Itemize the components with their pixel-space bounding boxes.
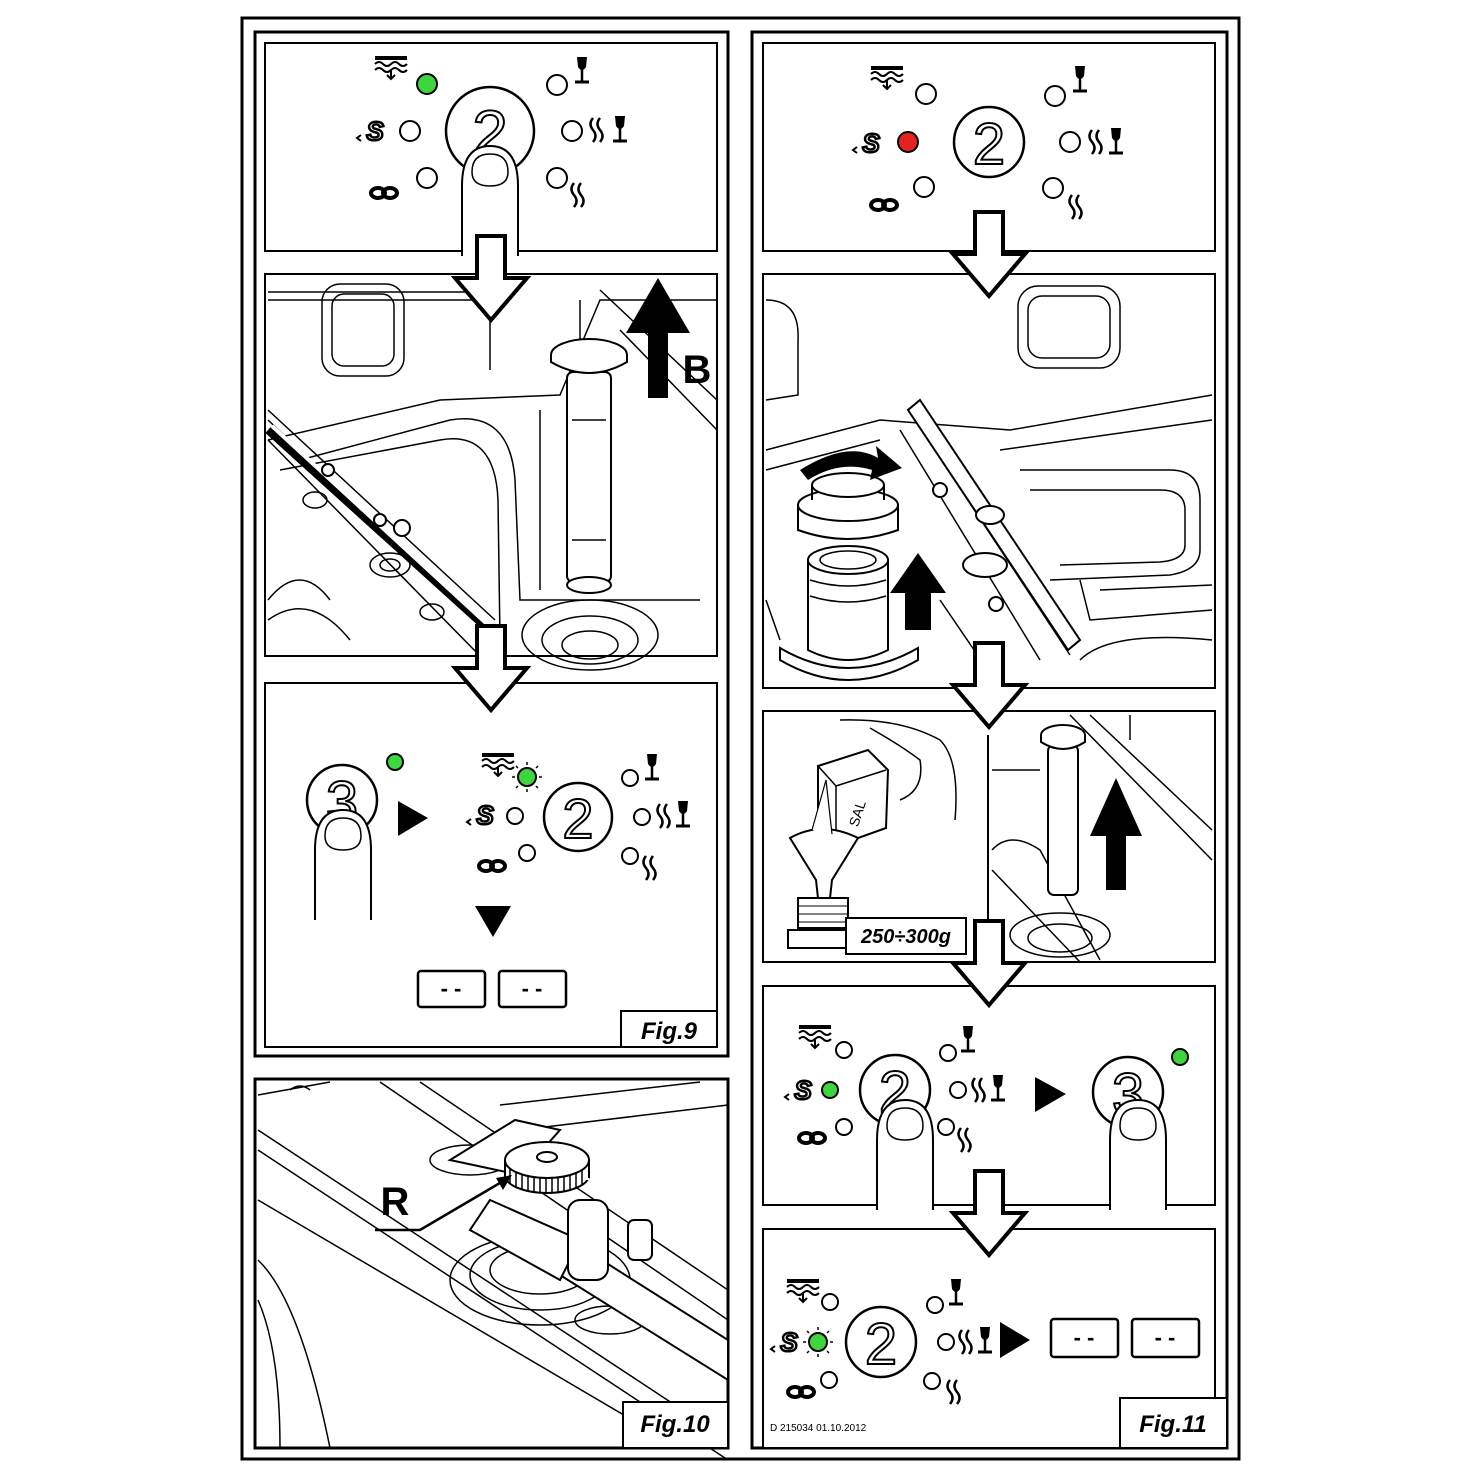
indicator-glass [939, 1044, 957, 1062]
fig10-label-box [622, 1401, 729, 1449]
fig9-panel-overflow-pipe: B [264, 273, 718, 671]
indicator-salt-on [821, 1081, 839, 1099]
indicator-infinity [416, 167, 438, 189]
indicator-infinity [820, 1371, 838, 1389]
fig11-panel-restart: 2 3 [762, 985, 1216, 1211]
arrow-up-icon [626, 278, 690, 398]
finger-icon [876, 1099, 934, 1211]
indicator-infinity [913, 176, 935, 198]
arrow-up-icon [1090, 778, 1142, 890]
indicator-heat-glass [949, 1081, 967, 1099]
indicator-heat-glass [937, 1333, 955, 1351]
fig10-panel-rinse-arm-nut: R Fig.10 [257, 1081, 729, 1461]
arrow-right-icon [1035, 1077, 1066, 1112]
letter-r: R [381, 1180, 410, 1224]
display-right-value: - - [522, 976, 543, 1001]
indicator-water-on [416, 73, 438, 95]
arrow-right-icon [1000, 1322, 1030, 1358]
indicator-heat-glass [633, 808, 651, 826]
indicator-heat [546, 167, 568, 189]
fig10-label: Fig.10 [640, 1411, 710, 1438]
salt-box-label: SAL [846, 798, 869, 828]
indicator-water [835, 1041, 853, 1059]
fig9-label-box [620, 1010, 718, 1048]
document-code: D 215034 01.10.2012 [770, 1423, 867, 1434]
indicator-heat-glass [561, 120, 583, 142]
indicator-start-on [1171, 1048, 1189, 1066]
salt-quantity-box [845, 917, 967, 955]
indicator-infinity [518, 844, 536, 862]
indicator-salt-alarm [897, 131, 919, 153]
program-button-2[interactable] [952, 105, 1026, 179]
indicator-heat [621, 847, 639, 865]
indicator-water [821, 1293, 839, 1311]
fig10-frame [253, 1077, 730, 1450]
indicator-heat-glass [1059, 131, 1081, 153]
display-left-value: - - [441, 976, 462, 1001]
indicator-heat [923, 1372, 941, 1390]
indicator-salt [399, 120, 421, 142]
display-right-value: - - [1155, 1325, 1176, 1350]
fig11-panel-salt-cap [762, 273, 1216, 689]
indicator-water-blinking [512, 762, 542, 792]
indicator-heat [1042, 177, 1064, 199]
display-left-value: - - [1074, 1325, 1095, 1350]
program-button-2[interactable] [844, 1305, 918, 1379]
indicator-infinity [835, 1118, 853, 1136]
program-button-2-label: 2 [562, 787, 593, 850]
program-button-2[interactable] [542, 781, 614, 853]
fig9-label: Fig.9 [641, 1018, 698, 1045]
program-button-2-label: 2 [973, 112, 1005, 177]
finger-icon [1109, 1099, 1167, 1211]
finger-icon [314, 809, 372, 921]
indicator-glass [546, 74, 568, 96]
fig11-label: Fig.11 [1139, 1411, 1207, 1438]
fig11-label-box [1119, 1397, 1228, 1449]
salt-quantity: 250÷300g [860, 926, 951, 948]
letter-b: B [683, 348, 712, 392]
arrow-up-icon [890, 553, 946, 630]
indicator-glass [1044, 85, 1066, 107]
fig9-panel-press-program: 2 [264, 42, 718, 257]
indicator-glass [926, 1296, 944, 1314]
indicator-salt-blinking [803, 1327, 833, 1357]
display-left [1049, 1317, 1120, 1359]
display-right [1130, 1317, 1201, 1359]
indicator-glass [621, 769, 639, 787]
fig11-panel-final: 2 - - - - D 215034 01.10.2012 Fig.11 [762, 1228, 1228, 1449]
arrow-right-icon [398, 801, 428, 836]
display-right [497, 969, 568, 1009]
fig9-panel-confirm: 3 2 - - - - Fig.9 [264, 682, 718, 1048]
indicator-start-on [386, 753, 404, 771]
fig9-frame [253, 30, 730, 1058]
outer-frame [240, 16, 1241, 1461]
arrow-down-icon [475, 906, 511, 937]
display-left [416, 969, 487, 1009]
rotate-icon [800, 446, 902, 480]
indicator-heat [937, 1118, 955, 1136]
program-button-2-label: 2 [865, 1312, 897, 1377]
indicator-salt [506, 807, 524, 825]
indicator-water [915, 83, 937, 105]
